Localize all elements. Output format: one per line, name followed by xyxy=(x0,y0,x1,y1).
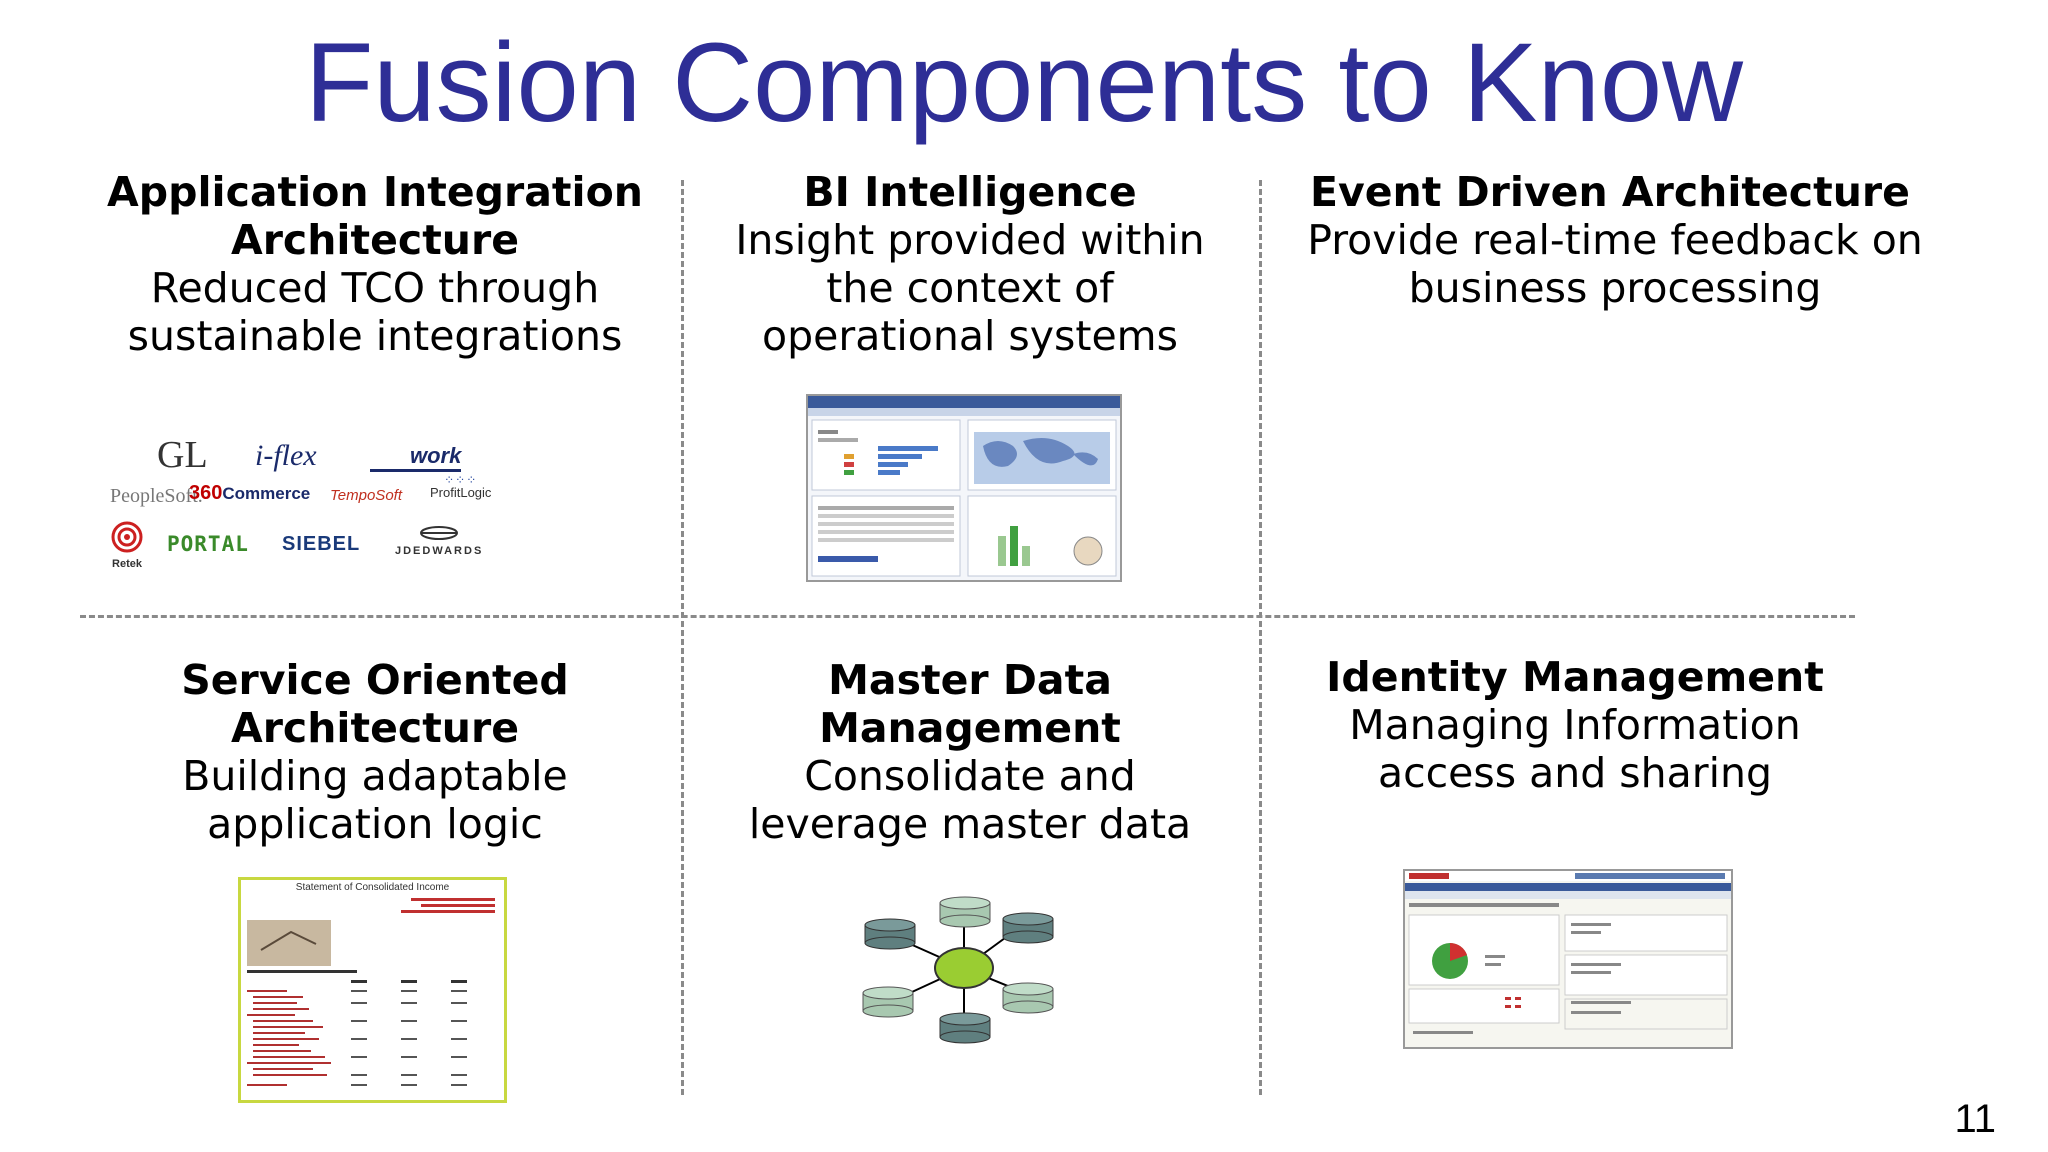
jdedwards-text: JDEDWARDS xyxy=(395,545,484,557)
peoplesoft-logo: PeopleSoft. xyxy=(110,485,203,507)
cell-heading: Application Integration Architecture xyxy=(107,168,643,264)
cell-master-data: Master Data Management Consolidate and l… xyxy=(700,656,1240,848)
slide-title: Fusion Components to Know xyxy=(304,20,1744,145)
cell-identity-management: Identity Management Managing Information… xyxy=(1275,653,1875,797)
statement-document-screenshot: Statement of Consolidated Income xyxy=(238,877,507,1103)
identity-manager-graphic xyxy=(1405,871,1731,1034)
jdedwards-logo: JDEDWARDS xyxy=(395,525,483,557)
cell-heading: Event Driven Architecture xyxy=(1310,168,1910,216)
profitlogic-dots-icon: ⁘⁘⁘ xyxy=(444,473,478,487)
cell-desc-line: business processing xyxy=(1408,264,1822,312)
cell-desc-line: Insight provided within xyxy=(735,216,1205,264)
commerce-text: Commerce xyxy=(222,484,311,503)
page-number: 11 xyxy=(1954,1097,1996,1141)
gl-logo: GL xyxy=(157,434,208,476)
cell-application-integration: Application Integration Architecture Red… xyxy=(90,168,660,360)
cell-event-driven: Event Driven Architecture Provide real-t… xyxy=(1285,168,1945,312)
portal-logo: PORTAL xyxy=(167,532,249,556)
retek-logo: Retek xyxy=(110,520,144,570)
cell-desc-line: operational systems xyxy=(762,312,1178,360)
cell-desc-line: application logic xyxy=(207,800,543,848)
cell-desc-line: Building adaptable xyxy=(182,752,568,800)
siebel-logo: SIEBEL xyxy=(282,533,361,555)
cell-desc-line: the context of xyxy=(826,264,1114,312)
cell-desc-line: Provide real-time feedback on xyxy=(1307,216,1923,264)
cell-desc-line: access and sharing xyxy=(1377,749,1773,797)
statement-title: Statement of Consolidated Income xyxy=(295,882,450,893)
iflex-logo: i-flex xyxy=(255,439,317,472)
cell-desc-line: sustainable integrations xyxy=(127,312,623,360)
profitlogic-logo: ⁘⁘⁘ ProfitLogic xyxy=(430,473,492,500)
cell-heading: BI Intelligence xyxy=(803,168,1137,216)
jdedwards-emblem-icon xyxy=(420,526,459,540)
commerce-logo: 360Commerce xyxy=(189,482,310,505)
profitlogic-text: ProfitLogic xyxy=(430,485,492,500)
cell-desc-line: Reduced TCO through xyxy=(150,264,600,312)
cell-desc-line: Managing Information xyxy=(1349,701,1801,749)
database-icon-group xyxy=(862,896,1054,1044)
work-logo: work xyxy=(370,443,462,472)
bi-dashboard-graphic xyxy=(808,396,1120,577)
statement-graphic xyxy=(247,898,495,1086)
horizontal-divider xyxy=(80,615,1855,618)
partner-logos: GL i-flex work PeopleSoft. 360Commerce T… xyxy=(105,425,505,575)
cell-heading-line: Management xyxy=(819,704,1121,752)
bi-dashboard-screenshot xyxy=(806,394,1122,582)
mdm-hub-graphic xyxy=(862,896,1054,1044)
vertical-divider-left xyxy=(681,180,684,1095)
commerce-number: 360 xyxy=(189,482,223,504)
identity-manager-screenshot xyxy=(1403,869,1733,1049)
cell-heading-line: Architecture xyxy=(230,704,520,752)
cell-heading: Identity Management xyxy=(1326,653,1824,701)
temposoft-logo: TempoSoft xyxy=(330,487,402,504)
cell-desc-line: Consolidate and xyxy=(804,752,1136,800)
mdm-hub-diagram xyxy=(860,895,1080,1045)
cell-heading-line: Master Data xyxy=(828,656,1112,704)
cell-desc-line: leverage master data xyxy=(748,800,1192,848)
retek-text: Retek xyxy=(112,558,142,570)
cell-heading-line: Service Oriented xyxy=(181,656,569,704)
cell-bi-intelligence: BI Intelligence Insight provided within … xyxy=(700,168,1240,360)
hub-node xyxy=(934,947,994,989)
cell-service-oriented: Service Oriented Architecture Building a… xyxy=(90,656,660,848)
vertical-divider-right xyxy=(1259,180,1262,1095)
retek-swirl-icon xyxy=(111,521,143,553)
